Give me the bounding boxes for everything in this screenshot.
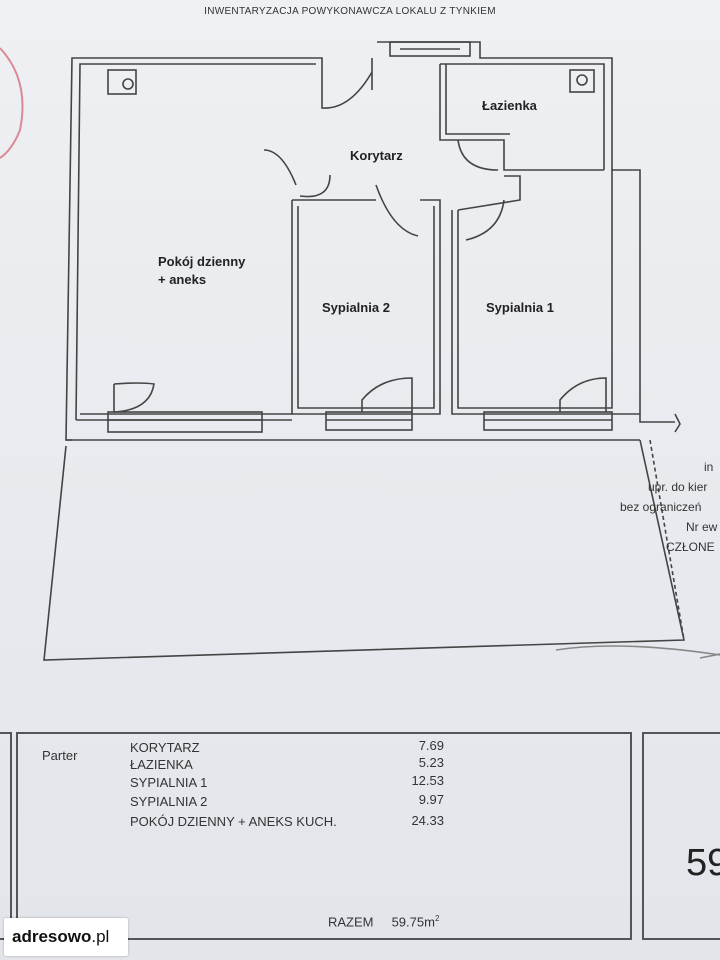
corridor-arc-right [465,199,505,241]
room-label-lazienka: Łazienka [482,98,537,113]
left-panel-edge [0,732,12,940]
legend-row-area: 5.23 [418,755,444,770]
plan-title: INWENTARYZACJA POWYKONAWCZA LOKALU Z TYN… [204,6,496,17]
room-label-korytarz: Korytarz [350,148,403,163]
room-label-sypialnia-2: Sypialnia 2 [322,300,390,315]
corridor-arc-left [263,149,297,186]
side-text-5: CZŁONE [666,540,715,554]
logo-main: adresowo [12,927,92,946]
balcony-door-living [113,382,155,413]
adresowo-logo: adresowo.pl [4,918,128,956]
side-text-1: in [704,460,714,474]
legend-row-area: 24.33 [411,813,444,828]
legend-row-name: ŁAZIENKA [130,757,193,772]
balcony-door-bedroom-2 [361,377,413,412]
outer-wall-top-left [98,57,323,72]
outer-wall-left [65,57,98,441]
legend-row-name: KORYTARZ [130,740,200,755]
legend-row-area: 12.53 [411,773,444,788]
room-label-pokoj-line1: Pokój dzienny [158,254,246,269]
legend-row-name: SYPIALNIA 1 [130,775,208,790]
legend-floor-label: Parter [42,748,78,763]
window-bedroom-2 [325,411,413,431]
bathroom-wall [439,64,604,171]
legend-row-area: 9.97 [418,792,444,807]
right-panel [642,732,720,940]
room-label-sypialnia-1: Sypialnia 1 [486,300,554,315]
top-window [389,41,471,57]
side-text-4: Nr ew [686,520,718,534]
bedroom-1-wall [451,210,640,415]
legend-row-name: SYPIALNIA 2 [130,794,208,809]
window-living [107,411,263,433]
legend-total-label: RAZEM [328,914,374,930]
side-text-2: upr. do kier [648,480,708,494]
area-legend-table: Parter KORYTARZ 7.69 ŁAZIENKA 5.23 SYPIA… [16,732,632,940]
legend-total-unit: 2 [434,914,440,923]
window-bedroom-1 [483,411,613,431]
bathroom-fixture [569,69,595,93]
outer-wall-right [377,41,675,423]
side-text-3: bez ograniczeń [620,500,702,514]
stamp-arc [0,47,24,159]
legend-total-value: 59.75m [391,914,435,930]
legend-row-name: POKÓJ DZIENNY + ANEKS KUCH. [130,814,337,829]
corridor-arc-center [375,184,419,237]
right-panel-number: 59 [686,842,720,884]
entry-door-arc [321,71,373,109]
room-label-pokoj-line2: + aneks [158,272,207,287]
legend-row-area: 7.69 [418,738,444,753]
legend-total: RAZEM 59.75m2 [328,914,439,929]
logo-suffix: .pl [91,927,110,946]
kitchen-sink-fixture [107,69,137,95]
terrace-outline [43,439,685,661]
floor-plan-drawing [0,41,720,661]
balcony-door-bedroom-1 [559,377,607,412]
bedroom-2-wall [291,199,441,415]
